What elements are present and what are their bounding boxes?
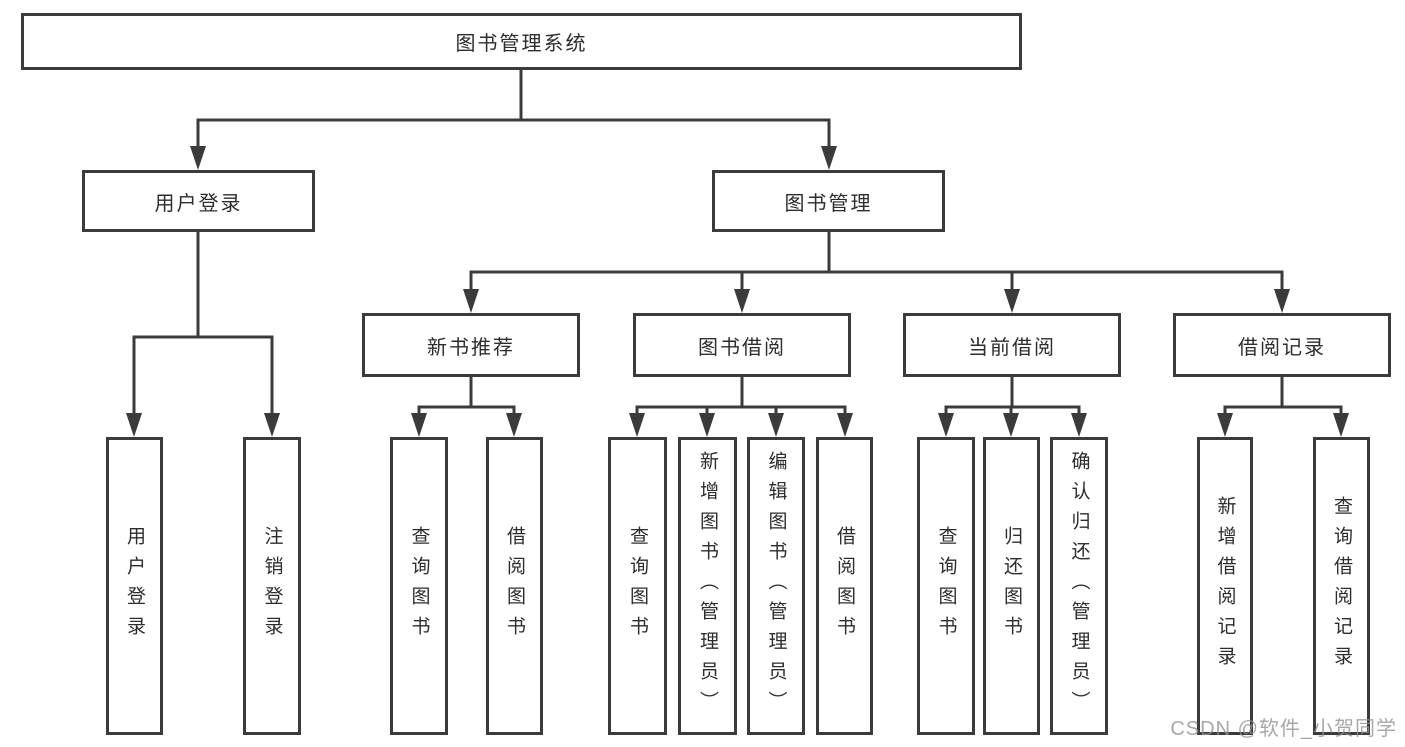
node-new-book-recommend-label: 新书推荐 <box>427 336 515 359</box>
csdn-watermark: CSDN @软件_小贺同学 <box>1170 718 1397 740</box>
node-root-label: 图书管理系统 <box>455 33 588 55</box>
leaf-query-borrow-record-label: 查询借阅记录 <box>1331 496 1352 676</box>
node-user-login: 用户登录 <box>82 170 315 232</box>
arrowhead <box>264 413 280 437</box>
arrowhead <box>506 413 522 437</box>
leaf-query-book-current: 查询图书 <box>917 437 975 735</box>
leaf-query-book-current-label: 查询图书 <box>935 526 957 646</box>
leaf-logout-label: 注销登录 <box>261 526 283 646</box>
arrowhead <box>190 146 206 170</box>
arrowhead <box>463 289 479 313</box>
arrowhead <box>837 413 853 437</box>
arrowhead <box>1071 413 1087 437</box>
node-new-book-recommend: 新书推荐 <box>362 313 580 377</box>
node-current-borrow-label: 当前借阅 <box>968 336 1056 359</box>
node-user-login-label: 用户登录 <box>154 192 243 215</box>
arrowhead <box>126 413 142 437</box>
leaf-query-book-recommend-label: 查询图书 <box>408 526 430 646</box>
node-root: 图书管理系统 <box>21 13 1022 70</box>
node-book-borrow: 图书借阅 <box>633 313 851 377</box>
leaf-user-login: 用户登录 <box>106 437 163 735</box>
arrowhead <box>1274 289 1290 313</box>
node-book-borrow-label: 图书借阅 <box>698 336 786 359</box>
leaf-user-login-label: 用户登录 <box>124 526 145 646</box>
arrowhead <box>938 413 954 437</box>
leaf-borrow-book: 借阅图书 <box>816 437 873 735</box>
node-current-borrow: 当前借阅 <box>903 313 1121 377</box>
leaf-add-borrow-record-label: 新增借阅记录 <box>1214 496 1236 676</box>
arrowhead <box>1217 413 1233 437</box>
leaf-edit-book-admin-label: 编辑图书（管理员） <box>765 451 787 721</box>
node-borrow-record-label: 借阅记录 <box>1238 336 1326 359</box>
arrowhead <box>1333 413 1349 437</box>
arrowhead <box>1004 289 1020 313</box>
arrowhead <box>1003 413 1019 437</box>
node-book-management-label: 图书管理 <box>784 192 873 215</box>
leaf-add-borrow-record: 新增借阅记录 <box>1197 437 1253 735</box>
leaf-confirm-return-admin: 确认归还（管理员） <box>1050 437 1108 735</box>
arrowhead <box>629 413 645 437</box>
arrowhead <box>734 289 750 313</box>
leaf-add-book-admin: 新增图书（管理员） <box>678 437 737 735</box>
leaf-query-book-borrow-label: 查询图书 <box>627 526 648 646</box>
leaf-borrow-book-recommend-label: 借阅图书 <box>504 526 525 646</box>
leaf-edit-book-admin: 编辑图书（管理员） <box>747 437 805 735</box>
leaf-borrow-book-label: 借阅图书 <box>834 526 855 646</box>
arrowhead <box>699 413 715 437</box>
arrowhead <box>411 413 427 437</box>
node-book-management: 图书管理 <box>712 170 945 232</box>
leaf-query-book-borrow: 查询图书 <box>608 437 667 735</box>
leaf-return-book: 归还图书 <box>983 437 1040 735</box>
leaf-return-book-label: 归还图书 <box>1001 526 1022 646</box>
leaf-borrow-book-recommend: 借阅图书 <box>486 437 543 735</box>
node-borrow-record: 借阅记录 <box>1173 313 1391 377</box>
arrowhead <box>821 146 837 170</box>
leaf-logout: 注销登录 <box>243 437 301 735</box>
leaf-query-borrow-record: 查询借阅记录 <box>1313 437 1370 735</box>
leaf-confirm-return-admin-label: 确认归还（管理员） <box>1068 451 1090 721</box>
leaf-query-book-recommend: 查询图书 <box>390 437 448 735</box>
arrowhead <box>768 413 784 437</box>
leaf-add-book-admin-label: 新增图书（管理员） <box>697 451 718 721</box>
